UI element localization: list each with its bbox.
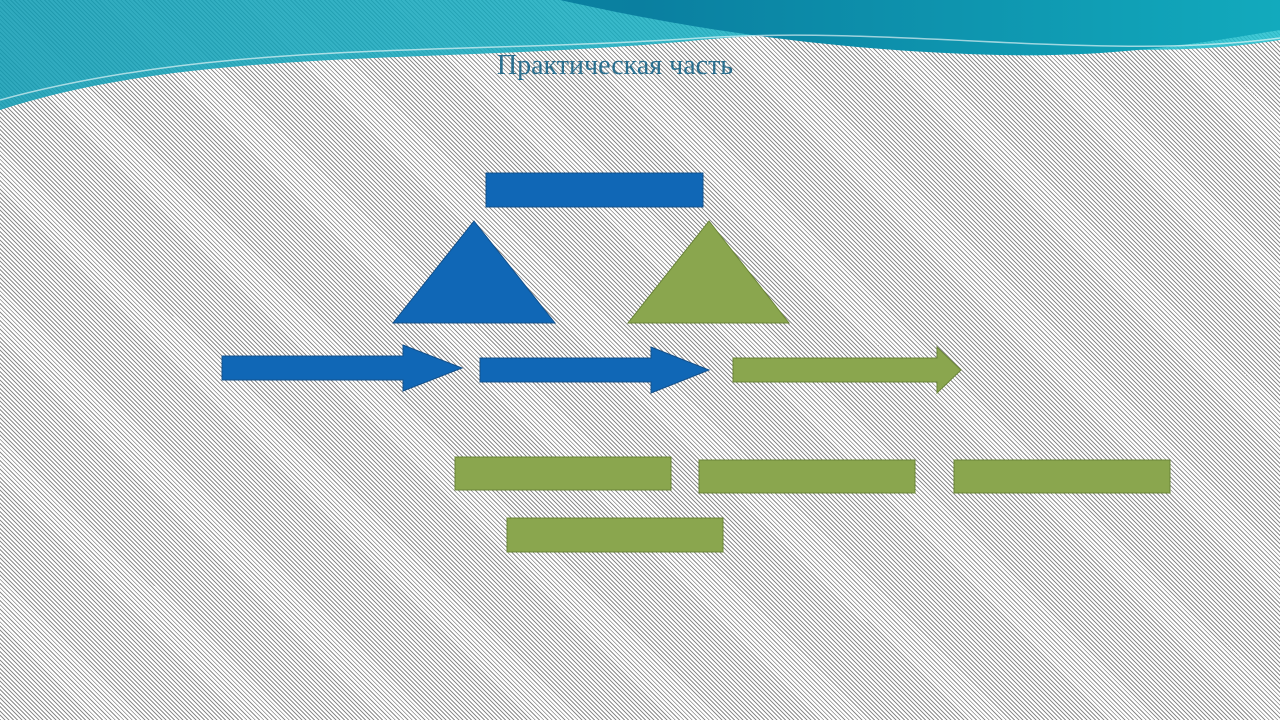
blue-arrow-1 (221, 344, 464, 392)
slide-title: Практическая часть (496, 50, 734, 81)
green-rectangle-4 (506, 517, 724, 553)
blue-arrow-2 (479, 346, 711, 394)
blue-top-rectangle (485, 172, 704, 208)
green-arrow (732, 345, 962, 395)
green-rectangle-1 (454, 456, 672, 491)
header-wave-decoration (0, 0, 1280, 110)
blue-triangle (391, 220, 557, 324)
green-rectangle-2 (698, 459, 916, 494)
wave-band-front (0, 0, 1280, 56)
green-triangle (626, 220, 791, 324)
wave-highlight (0, 34, 1280, 101)
green-rectangle-3 (953, 459, 1171, 494)
